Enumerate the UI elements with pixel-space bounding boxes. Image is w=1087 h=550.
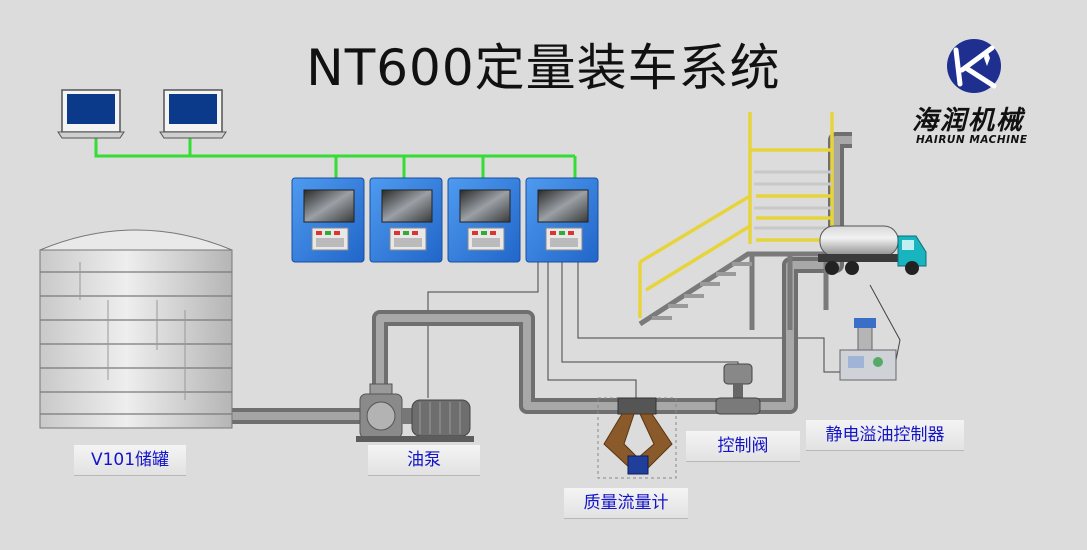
page-title: NT600定量装车系统	[0, 28, 1087, 100]
signal-wires	[428, 262, 900, 398]
controller-box-4	[526, 178, 598, 262]
storage-tank	[40, 230, 232, 428]
logo-english-text: HAIRUN MACHINE	[916, 134, 1028, 146]
flowmeter-label: 质量流量计	[564, 488, 688, 519]
logo-chinese-text: 海润机械	[912, 100, 1024, 137]
controller-box-1	[292, 178, 364, 262]
controller-box-3	[448, 178, 520, 262]
control-valve	[716, 364, 760, 414]
static-overflow-controller	[840, 318, 896, 380]
oil-pump	[356, 384, 474, 442]
loading-platform	[640, 112, 840, 330]
pump-label: 油泵	[368, 445, 480, 476]
controller-box-2	[370, 178, 442, 262]
tanker-truck	[818, 226, 926, 275]
valve-label: 控制阀	[686, 431, 800, 462]
network-lines	[96, 137, 575, 178]
tank-label: V101储罐	[74, 445, 186, 476]
static-controller-label: 静电溢油控制器	[806, 420, 964, 451]
